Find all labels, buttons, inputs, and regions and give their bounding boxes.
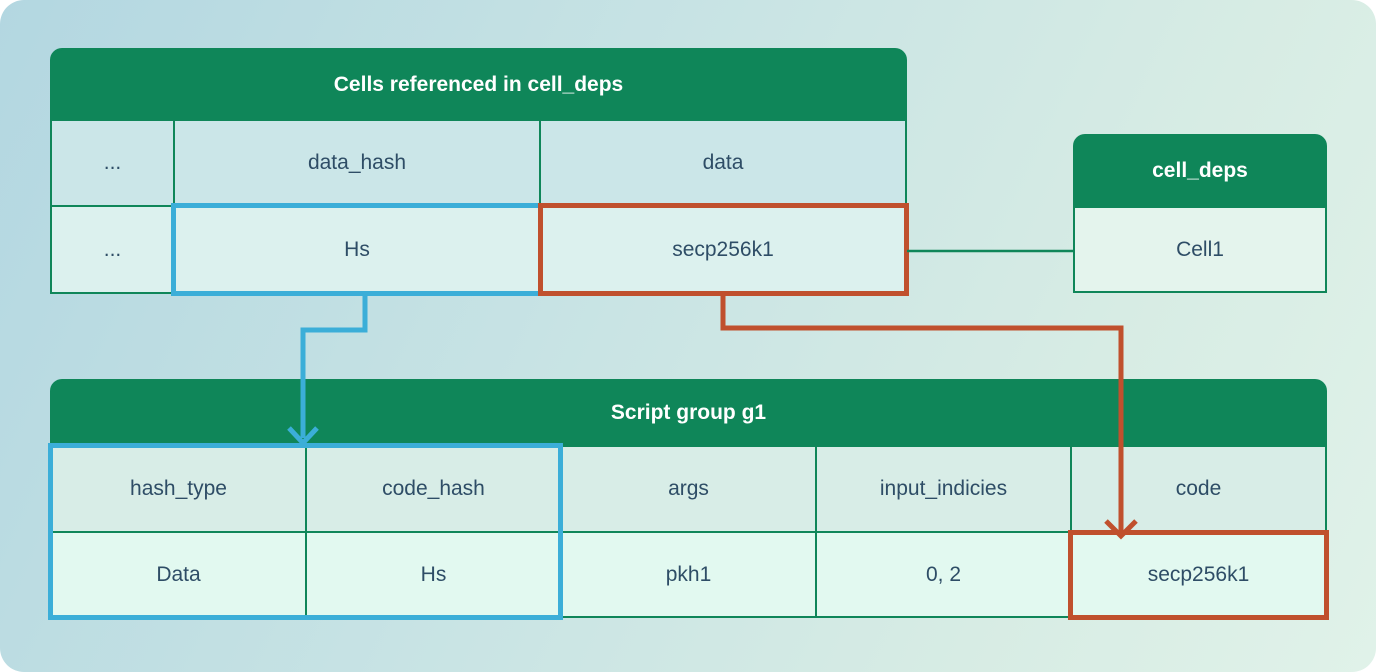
script-group-value-input-indicies: 0, 2	[817, 533, 1070, 616]
script-group-header-input-indicies: input_indicies	[817, 447, 1070, 531]
referenced-cells-header-ellipsis: ...	[52, 121, 173, 205]
referenced-cells-header-data-hash: data_hash	[175, 121, 539, 205]
script-group-header-args: args	[562, 447, 815, 531]
cell-deps-table-title: cell_deps	[1075, 136, 1325, 206]
script-group-table: Script group g1 hash_type code_hash args…	[50, 379, 1327, 618]
script-group-value-hs: Hs	[307, 533, 560, 616]
referenced-cells-table: Cells referenced in cell_deps ... data_h…	[50, 48, 907, 294]
referenced-cells-value-ellipsis: ...	[52, 207, 173, 292]
referenced-cells-value-secp256k1: secp256k1	[541, 207, 905, 292]
script-group-header-code-hash: code_hash	[307, 447, 560, 531]
script-group-header-code: code	[1072, 447, 1325, 531]
script-group-value-data: Data	[52, 533, 305, 616]
script-group-value-pkh1: pkh1	[562, 533, 815, 616]
script-group-value-secp256k1: secp256k1	[1072, 533, 1325, 616]
cell-deps-value-cell1: Cell1	[1075, 208, 1325, 291]
script-group-table-title: Script group g1	[52, 381, 1325, 445]
cell-deps-table: cell_deps Cell1	[1073, 134, 1327, 293]
referenced-cells-table-title: Cells referenced in cell_deps	[52, 50, 905, 119]
referenced-cells-header-data: data	[541, 121, 905, 205]
referenced-cells-value-hs: Hs	[175, 207, 539, 292]
script-group-header-hash-type: hash_type	[52, 447, 305, 531]
